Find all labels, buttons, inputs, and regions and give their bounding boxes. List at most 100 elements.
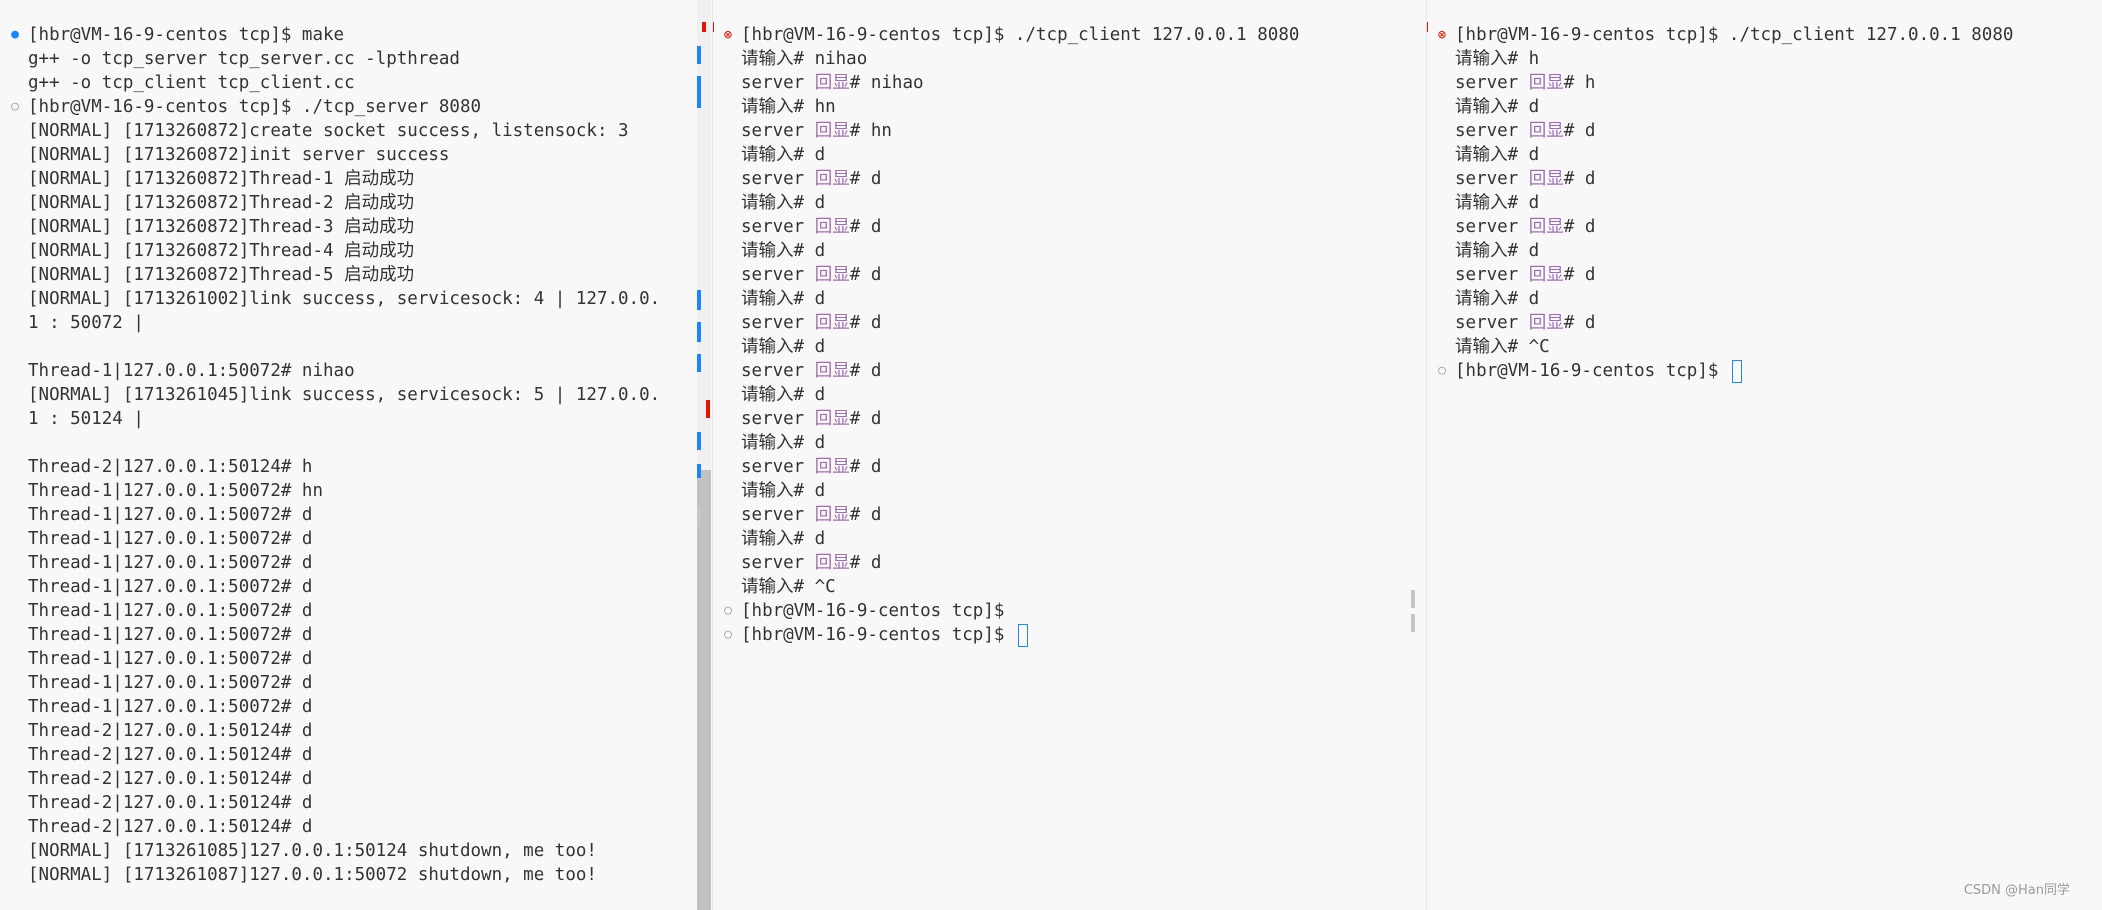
- terminal-text: # hn: [849, 121, 892, 141]
- terminal-text: Thread-2|127.0.0.1:50124# d: [28, 745, 313, 765]
- terminal-text: [hbr@VM-16-9-centos tcp]$ ./tcp_server 8…: [28, 97, 482, 117]
- overview-ruler-error-mark: [702, 22, 706, 32]
- terminal-text: # d: [849, 265, 882, 285]
- terminal-line: server 回显# d: [741, 455, 1427, 479]
- terminal-text: # d: [1563, 217, 1596, 237]
- terminal-line: 请输入# d: [741, 239, 1427, 263]
- terminal-text: server: [741, 409, 815, 429]
- terminal-text: server: [1455, 121, 1529, 141]
- terminal-line: Thread-2|127.0.0.1:50124# d: [28, 815, 697, 839]
- terminal-text: # d: [1507, 241, 1540, 261]
- command-idle-circle-icon[interactable]: ○: [724, 603, 732, 618]
- terminal-text: server: [741, 121, 815, 141]
- terminal-line: 请输入# d: [741, 383, 1427, 407]
- terminal-line: 请输入# d: [741, 431, 1427, 455]
- terminal-text: # d: [1507, 289, 1540, 309]
- client-terminal-pane-2[interactable]: ⊗[hbr@VM-16-9-centos tcp]$ ./tcp_client …: [1426, 0, 2102, 910]
- terminal-text: 回显: [814, 169, 850, 189]
- terminal-text: # ^C: [793, 577, 836, 597]
- terminal-line: 请输入# h: [1455, 47, 2102, 71]
- terminal-text: Thread-1|127.0.0.1:50072# d: [28, 529, 313, 549]
- terminal-text: 回显: [1528, 217, 1564, 237]
- terminal-line: [NORMAL] [1713260872]Thread-5 启动成功: [28, 263, 697, 287]
- terminal-text: 请输入: [1455, 145, 1508, 165]
- command-idle-circle-icon[interactable]: ○: [724, 627, 732, 642]
- terminal-line: server 回显# d: [741, 215, 1427, 239]
- terminal-text: [NORMAL] [1713261045]link success, servi…: [28, 385, 661, 405]
- terminal-text: 回显: [814, 217, 850, 237]
- client-terminal-pane-1[interactable]: ⊗ [hbr@VM-16-9-centos tcp]$ ./tcp_client …: [712, 0, 1427, 910]
- terminal-text: 请输入: [741, 433, 794, 453]
- terminal-text: Thread-1|127.0.0.1:50072# d: [28, 697, 313, 717]
- terminal-text: 请输入: [741, 481, 794, 501]
- terminal-text: # d: [793, 529, 826, 549]
- terminal-text: # d: [849, 313, 882, 333]
- terminal-line: 请输入# d: [741, 143, 1427, 167]
- command-idle-circle-icon[interactable]: ○: [1438, 363, 1446, 378]
- terminal-text: 回显: [814, 361, 850, 381]
- terminal-text: [NORMAL] [1713260872]Thread-5: [28, 265, 345, 285]
- terminal-line: server 回显# d: [741, 263, 1427, 287]
- terminal-text: 回显: [814, 73, 850, 93]
- scrollbar-thumb[interactable]: [697, 470, 711, 910]
- overview-ruler-error-mark: [706, 400, 710, 418]
- command-error-icon[interactable]: ⊗: [1437, 27, 1447, 43]
- overview-ruler-mark: [1411, 590, 1415, 608]
- terminal-line: server 回显# hn: [741, 119, 1427, 143]
- terminal-text: 1 : 50124 |: [28, 409, 144, 429]
- watermark: CSDN @Han同学: [1963, 883, 2070, 898]
- terminal-text: 回显: [814, 553, 850, 573]
- command-idle-circle-icon[interactable]: ○: [11, 99, 19, 114]
- command-success-dot-icon[interactable]: ●: [11, 27, 19, 42]
- terminal-text: # d: [849, 409, 882, 429]
- terminal-output: ⊗[hbr@VM-16-9-centos tcp]$ ./tcp_client …: [1438, 23, 2102, 383]
- terminal-line: Thread-2|127.0.0.1:50124# d: [28, 791, 697, 815]
- terminal-text: 请输入: [1455, 97, 1508, 117]
- terminal-text: server: [741, 73, 815, 93]
- server-pane-scrollbar[interactable]: [697, 0, 711, 910]
- terminal-text: [hbr@VM-16-9-centos tcp]$ ./tcp_client 1…: [741, 25, 1300, 45]
- terminal-text: Thread-2|127.0.0.1:50124# d: [28, 793, 313, 813]
- terminal-text: 请输入: [741, 289, 794, 309]
- overview-ruler-error-mark: [713, 22, 714, 32]
- overview-ruler-mark: [697, 354, 701, 372]
- terminal-text: server: [741, 505, 815, 525]
- terminal-line: Thread-1|127.0.0.1:50072# d: [28, 671, 697, 695]
- overview-ruler-mark: [697, 508, 701, 526]
- terminal-text: 回显: [1528, 121, 1564, 141]
- terminal-text: server: [1455, 313, 1529, 333]
- terminal-line: Thread-2|127.0.0.1:50124# h: [28, 455, 697, 479]
- terminal-text: # d: [793, 193, 826, 213]
- terminal-text: server: [1455, 265, 1529, 285]
- terminal-text: # d: [793, 385, 826, 405]
- terminal-text: # ^C: [1507, 337, 1550, 357]
- terminal-text: Thread-2|127.0.0.1:50124# d: [28, 817, 313, 837]
- terminal-line: server 回显# d: [1455, 311, 2102, 335]
- terminal-text: Thread-1|127.0.0.1:50072# nihao: [28, 361, 355, 381]
- terminal-text: Thread-1|127.0.0.1:50072# d: [28, 673, 313, 693]
- terminal-line: Thread-1|127.0.0.1:50072# nihao: [28, 359, 697, 383]
- terminal-line: server 回显# d: [1455, 215, 2102, 239]
- terminal-text: 回显: [814, 505, 850, 525]
- terminal-text: # d: [1563, 313, 1596, 333]
- terminal-line: Thread-1|127.0.0.1:50072# d: [28, 695, 697, 719]
- terminal-text: [NORMAL] [1713261085]127.0.0.1:50124 shu…: [28, 841, 597, 861]
- terminal-line: 请输入# d: [741, 335, 1427, 359]
- command-error-icon[interactable]: ⊗: [723, 27, 733, 43]
- terminal-text: 请输入: [741, 337, 794, 357]
- terminal-text: server: [1455, 73, 1529, 93]
- terminal-text: 回显: [1528, 169, 1564, 189]
- terminal-line: Thread-1|127.0.0.1:50072# hn: [28, 479, 697, 503]
- terminal-text: # d: [793, 145, 826, 165]
- terminal-text: # hn: [793, 97, 836, 117]
- terminal-text: server: [741, 169, 815, 189]
- terminal-text: Thread-2|127.0.0.1:50124# d: [28, 721, 313, 741]
- terminal-line: Thread-1|127.0.0.1:50072# d: [28, 551, 697, 575]
- terminal-line: 请输入# d: [741, 527, 1427, 551]
- terminal-text: # d: [793, 289, 826, 309]
- terminal-text: 回显: [814, 313, 850, 333]
- terminal-text: 回显: [1528, 313, 1564, 333]
- terminal-text: [hbr@VM-16-9-centos tcp]$: [741, 601, 1005, 621]
